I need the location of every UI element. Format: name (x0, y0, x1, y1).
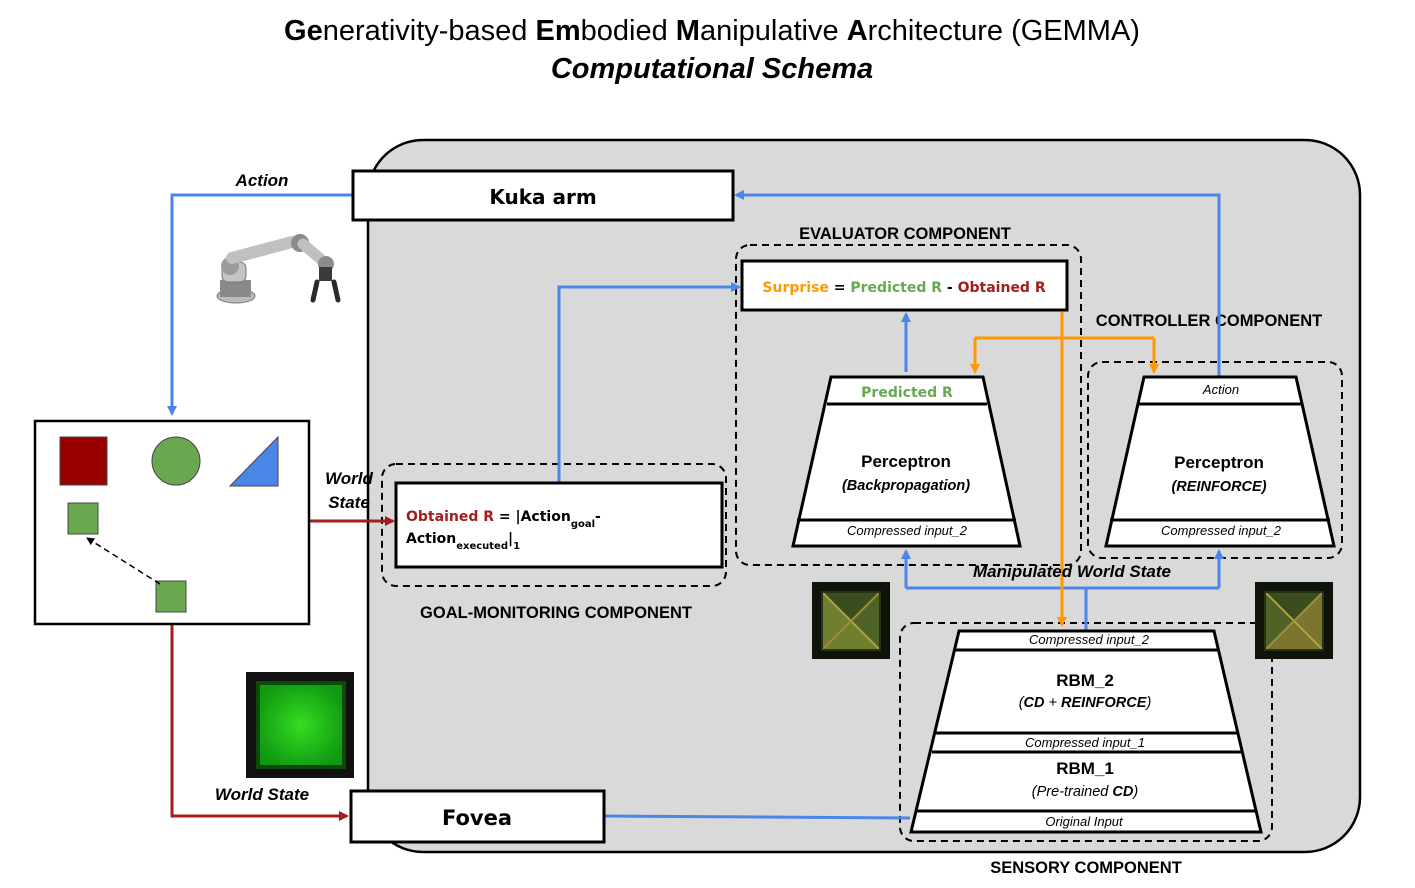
action-executed-label: Action (406, 531, 456, 547)
obtained-r-eq: = |Action (494, 509, 571, 525)
kuka-arm-label: Kuka arm (489, 185, 596, 209)
manipulated-world-state-label: Manipulated World State (973, 562, 1171, 581)
obtained-r-formula-line1: Obtained R = |Actiongoal- (406, 509, 601, 530)
ctrl-input-label: Compressed input_2 (1161, 523, 1282, 538)
obtained-r-name: Obtained R (406, 509, 494, 525)
rbm1-method: (Pre-trained CD) (1032, 784, 1138, 800)
world-state-label-line2: State (328, 493, 370, 512)
diagram-subtitle: Computational Schema (551, 53, 873, 85)
goal-subscript: goal (571, 519, 595, 530)
rbm2-cd: CD (1024, 695, 1045, 711)
title-seg: anipulative (700, 15, 847, 47)
eval-input-label: Compressed input_2 (847, 523, 968, 538)
rbm1-pre: (Pre-trained (1032, 784, 1113, 800)
rbm2-reinforce: REINFORCE (1061, 695, 1148, 711)
sensory-label: SENSORY COMPONENT (990, 859, 1182, 877)
rbm2-close: ) (1144, 695, 1151, 711)
predicted-r-label: Predicted R (861, 385, 953, 401)
diagram-title: Generativity-based Embodied Manipulative… (284, 15, 1140, 47)
action-arrow (167, 193, 353, 416)
rbm-bottom-label: Original Input (1045, 814, 1124, 829)
blue-triangle-object (228, 435, 279, 487)
rbm2-name: RBM_2 (1056, 671, 1114, 690)
target-green-square (67, 502, 99, 535)
surprise-formula: Surprise = Predicted R - Obtained R (762, 280, 1045, 296)
title-seg: nerativity-based (323, 15, 536, 47)
rbm-middle-label: Compressed input_1 (1025, 735, 1145, 750)
controller-perceptron (1104, 375, 1336, 548)
robot-arm-icon (216, 234, 341, 304)
rbm2-open: ( (1019, 695, 1026, 711)
world-state-to-fovea-arrow (170, 624, 349, 821)
fovea-box (349, 789, 606, 844)
move-dashed-arrow (86, 537, 161, 585)
surprise-minus: - (942, 280, 958, 296)
ctrl-perceptron-name: Perceptron (1174, 453, 1264, 472)
controller-label: CONTROLLER COMPONENT (1096, 312, 1322, 330)
rbm-receptive-field-icon (812, 582, 890, 659)
action-label: Action (235, 171, 289, 190)
ctrl-action-label: Action (1202, 382, 1239, 397)
rbm2-plus: + (1045, 695, 1062, 711)
controller-to-kuka-arrow (734, 190, 1221, 377)
obtained-r-formula-line2: Actionexecuted|1 (406, 531, 520, 552)
obtained-to-surprise-arrow (557, 282, 741, 483)
green-circle-object (151, 436, 201, 486)
world-state-label-line1: World (325, 469, 373, 488)
title-seg: rchitecture (GEMMA) (868, 15, 1140, 47)
rbm1-close: ) (1131, 784, 1138, 800)
executed-subscript: executed (456, 541, 508, 552)
rbm-receptive-field-icon (1255, 582, 1333, 659)
goal-monitoring-border (381, 463, 727, 587)
eval-perceptron-method: (Backpropagation) (842, 478, 970, 494)
norm-subscript: 1 (513, 541, 520, 552)
title-seg: bodied (581, 15, 676, 47)
moving-green-square (155, 580, 187, 613)
surprise-term: Surprise (762, 280, 829, 296)
rbm-top-label: Compressed input_2 (1029, 632, 1150, 647)
rbm2-method: (CD + REINFORCE) (1019, 695, 1152, 711)
title-seg: A (847, 15, 868, 47)
obtained-term: Obtained R (958, 280, 1046, 296)
rbm1-name: RBM_1 (1056, 759, 1114, 778)
controller-border (1087, 361, 1343, 559)
obtained-r-box (394, 481, 724, 569)
rbm1-cd: CD (1112, 784, 1133, 800)
fovea-green-square-icon (246, 672, 354, 778)
red-square-object (59, 436, 108, 486)
evaluator-border (735, 244, 1082, 566)
eval-perceptron-name: Perceptron (861, 452, 951, 471)
norm-bar: | (508, 531, 513, 547)
title-seg: Em (536, 15, 581, 47)
fovea-label: Fovea (442, 806, 512, 830)
obtained-r-dash: - (595, 509, 601, 525)
evaluator-label: EVALUATOR COMPONENT (799, 225, 1011, 243)
title-seg: M (676, 15, 700, 47)
title-seg: Ge (284, 15, 323, 47)
surprise-box (740, 259, 1069, 312)
predicted-term: Predicted R (850, 280, 942, 296)
fovea-to-sensory-line (604, 814, 911, 820)
goal-monitoring-label: GOAL-MONITORING COMPONENT (420, 604, 692, 622)
ctrl-perceptron-method: (REINFORCE) (1171, 479, 1266, 495)
evaluator-perceptron (791, 375, 1022, 548)
surprise-eq: = (829, 280, 850, 296)
kuka-arm-box (351, 169, 735, 222)
world-state-label-bottom: World State (215, 785, 309, 804)
